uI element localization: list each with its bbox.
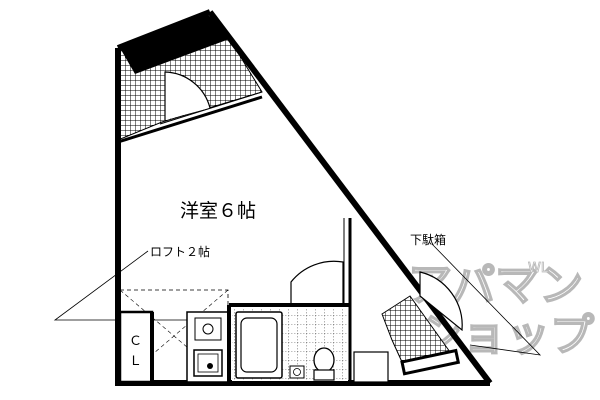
- closet-label-c: Ｃ: [129, 334, 142, 349]
- entrance-door: [164, 71, 211, 120]
- watermark-corner: WL: [528, 261, 549, 276]
- loft-label: ロフト２帖: [150, 244, 210, 259]
- bottom-entrance-door: [419, 271, 463, 332]
- shoe-box-leader: [431, 243, 542, 356]
- loft-leader: [53, 250, 230, 321]
- shoe-box-label: 下駄箱: [410, 232, 446, 247]
- closet-label-l: Ｌ: [129, 354, 142, 369]
- toilet: [313, 347, 335, 373]
- closet: [118, 310, 154, 384]
- storage-block: [120, 12, 232, 74]
- washing-machine: [353, 351, 389, 383]
- main-room-label: 洋室６帖: [180, 200, 256, 222]
- bath-door: [290, 260, 344, 303]
- outer-walls: [115, 9, 493, 386]
